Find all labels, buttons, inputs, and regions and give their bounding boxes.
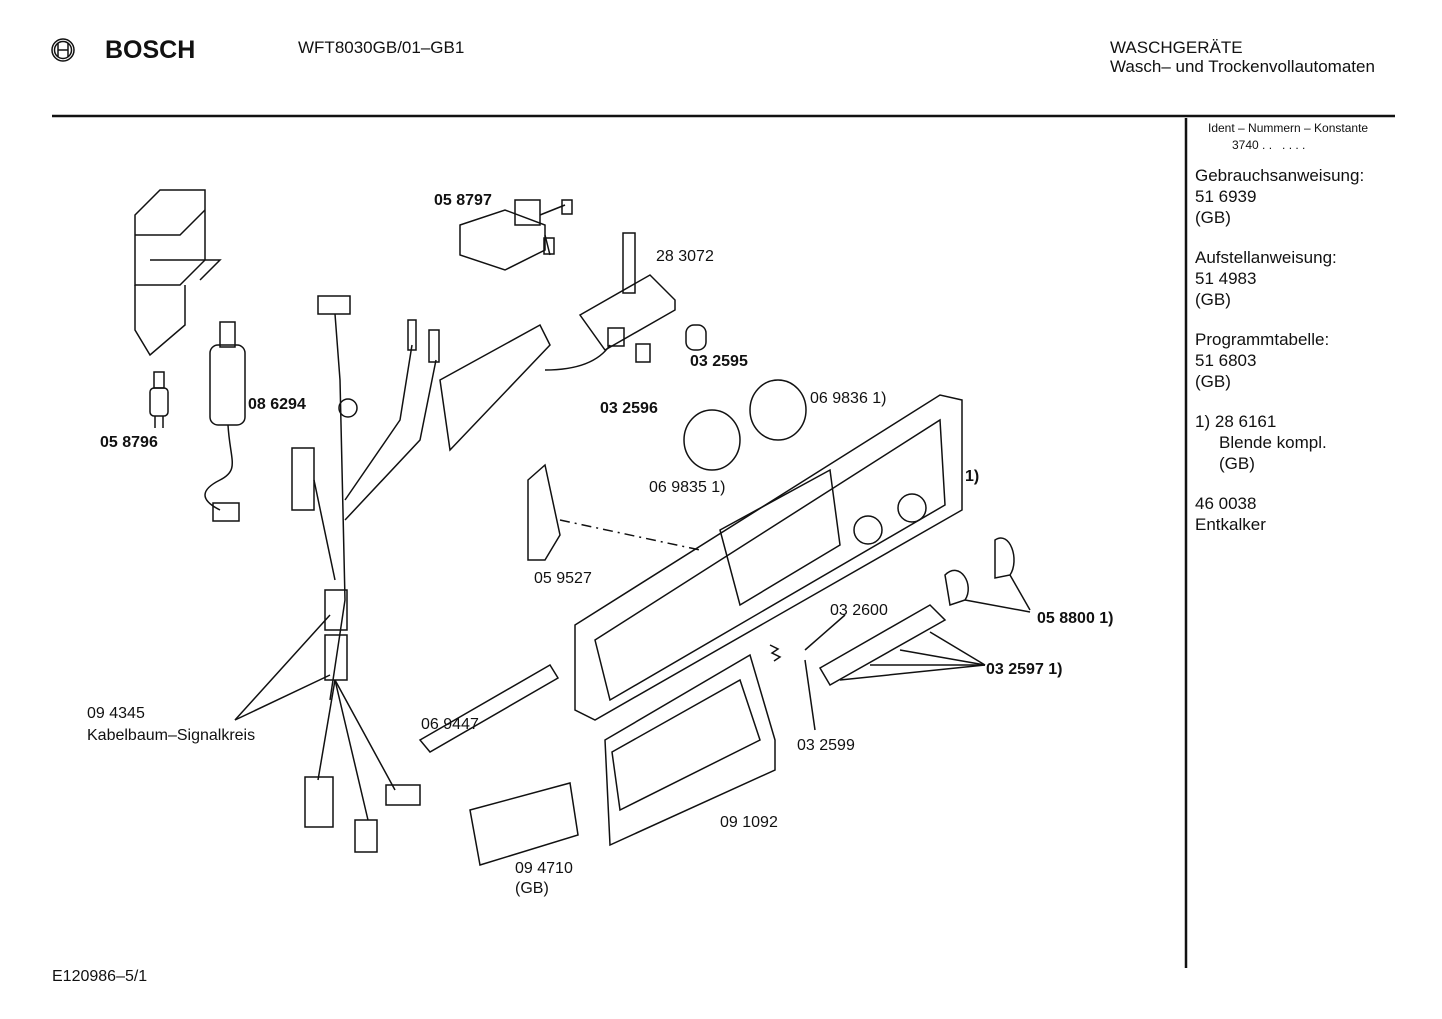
section-number: 51 4983 xyxy=(1195,269,1257,288)
section-title: Gebrauchsanweisung: xyxy=(1195,166,1365,185)
part-label: 03 2599 xyxy=(797,737,855,754)
button-strip-part xyxy=(769,537,1031,731)
holder-part xyxy=(527,463,561,561)
extra-desc: Entkalker xyxy=(1195,515,1266,534)
footnote-note: (GB) xyxy=(1219,454,1255,473)
bosch-logo-icon xyxy=(51,38,75,62)
part-label: 05 9527 xyxy=(534,570,592,587)
part-desc: Kabelbaum–Signalkreis xyxy=(87,727,256,744)
part-label: 05 8796 xyxy=(100,434,158,451)
footnote-desc: Blende kompl. xyxy=(1219,433,1327,452)
part-desc: (GB) xyxy=(515,880,549,897)
footnote-number: 28 6161 xyxy=(1214,412,1277,431)
section-title: Aufstellanweisung: xyxy=(1195,248,1337,267)
wiring-harness-part xyxy=(234,295,440,853)
brand-name: BOSCH xyxy=(105,36,196,64)
sidebar-section-program-table: Programmtabelle: 51 6803 (GB) xyxy=(1195,329,1329,392)
sidebar-section-manual: Gebrauchsanweisung: 51 6939 (GB) xyxy=(1195,165,1364,228)
part-label: 03 2596 xyxy=(600,400,658,417)
part-number: 09 4345 xyxy=(87,705,145,722)
section-note: (GB) xyxy=(1195,372,1231,391)
section-note: (GB) xyxy=(1195,208,1231,227)
control-panel-part xyxy=(574,394,963,721)
sidebar-section-installation: Aufstellanweisung: 51 4983 (GB) xyxy=(1195,247,1337,310)
part-label: 06 9835 1) xyxy=(649,479,726,496)
part-label: 03 2600 xyxy=(830,602,888,619)
bracket-part xyxy=(134,189,222,357)
part-label: 05 8800 1) xyxy=(1037,610,1114,627)
category-title: WASCHGERÄTE xyxy=(1110,38,1243,57)
seal-part xyxy=(418,663,560,753)
part-label: 09 4710 (GB) xyxy=(515,859,573,899)
part-label: 08 6294 xyxy=(248,396,306,413)
part-label: 03 2597 1) xyxy=(986,661,1063,678)
ident-title: Ident – Nummern – Konstante xyxy=(1208,121,1369,135)
knob-part xyxy=(749,379,807,441)
part-label: 1) xyxy=(965,468,980,485)
dispenser-drawer-part xyxy=(604,653,776,847)
footnote-marker: 1) xyxy=(1195,412,1211,431)
part-label: 28 3072 xyxy=(656,248,714,265)
label-part xyxy=(469,782,579,866)
part-number: 09 4710 xyxy=(515,860,573,877)
category-subtitle: Wasch– und Trockenvollautomaten xyxy=(1110,57,1375,76)
suppressor-part xyxy=(149,371,169,428)
part-label: 06 9836 1) xyxy=(810,390,887,407)
part-label: 03 2595 xyxy=(690,353,748,370)
part-label: 06 9447 xyxy=(421,716,479,733)
section-number: 51 6939 xyxy=(1195,187,1257,206)
capacitor-part xyxy=(204,321,246,522)
sidebar-extra: 46 0038 Entkalker xyxy=(1195,493,1266,535)
extra-number: 46 0038 xyxy=(1195,494,1257,513)
circuit-board-part xyxy=(439,232,707,452)
section-number: 51 6803 xyxy=(1195,351,1257,370)
part-label: 05 8797 xyxy=(434,192,492,209)
model-number: WFT8030GB/01–GB1 xyxy=(298,38,465,57)
part-label: 09 1092 xyxy=(720,814,778,831)
drawing-code: E120986–5/1 xyxy=(52,968,148,985)
section-note: (GB) xyxy=(1195,290,1231,309)
section-title: Programmtabelle: xyxy=(1195,330,1330,349)
part-label: 09 4345 Kabelbaum–Signalkreis xyxy=(87,704,255,746)
sidebar-footnote: 1) 28 6161 Blende kompl. (GB) xyxy=(1195,411,1327,474)
switch-part xyxy=(459,199,573,271)
knob-part xyxy=(683,409,741,471)
ident-value: 3740 . . . . . . xyxy=(1232,138,1306,152)
